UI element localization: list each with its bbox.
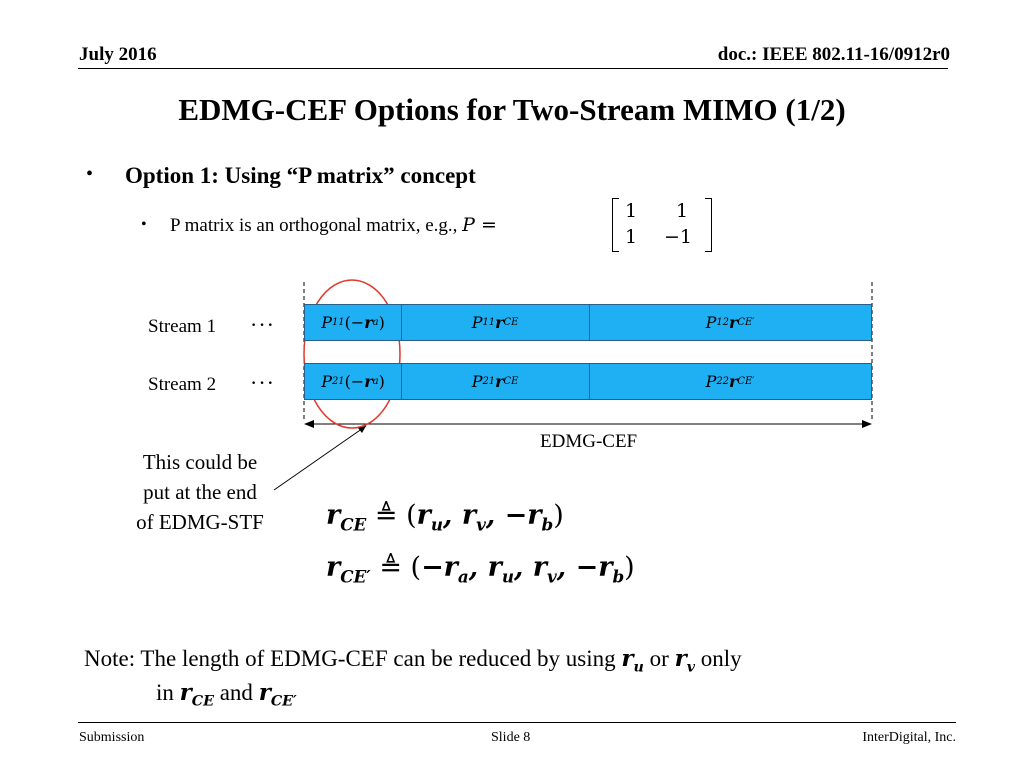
callout-arrow-head <box>358 426 366 433</box>
stream-1-ellipsis: ··· <box>250 312 275 337</box>
header-divider <box>78 68 948 69</box>
bullet-option-1: Option 1: Using “P matrix” concept <box>125 163 476 188</box>
callout-text: This could be put at the end of EDMG-STF <box>100 447 300 537</box>
header-date: July 2016 <box>79 44 157 65</box>
footer-divider <box>78 722 956 723</box>
span-arrow-right-head <box>862 420 872 428</box>
callout-line-2: put at the end <box>143 480 257 504</box>
footer-submission: Submission <box>79 730 145 745</box>
stream-2-ellipsis: ··· <box>250 370 275 395</box>
edmg-cef-label: EDMG-CEF <box>540 431 638 452</box>
stream-2-label: Stream 2 <box>148 374 217 395</box>
callout-line <box>273 425 367 491</box>
matrix-right-bracket <box>705 198 712 252</box>
matrix-cell: 1 <box>676 200 689 222</box>
highlight-circle <box>303 279 401 429</box>
p-matrix-text: P matrix is an orthogonal matrix, e.g., <box>170 215 463 236</box>
slide-title: EDMG-CEF Options for Two-Stream MIMO (1/… <box>178 92 846 127</box>
matrix-left-bracket <box>612 198 619 252</box>
footer-slide-number: Slide 8 <box>491 730 531 745</box>
bullet-p-matrix: P matrix is an orthogonal matrix, e.g., … <box>170 214 497 237</box>
matrix-cell: 1 <box>625 200 638 222</box>
note-line-2: in rCE and rCE′ <box>156 679 297 710</box>
matrix-cell: 1 <box>625 226 638 248</box>
matrix-lhs: P = <box>462 214 497 236</box>
equation-rce-prime: rCE′ ≜ (−ra, ru, rv, −rb) <box>326 552 635 587</box>
callout-line-1: This could be <box>142 450 258 474</box>
note-line-1: Note: The length of EDMG-CEF can be redu… <box>84 645 742 676</box>
matrix-cell: −1 <box>664 226 693 248</box>
stream-1-label: Stream 1 <box>148 316 217 337</box>
equation-rce: rCE ≜ (ru, rv, −rb) <box>326 500 564 535</box>
callout-line-3: of EDMG-STF <box>136 510 264 534</box>
p-matrix: 1 1 1 −1 <box>612 198 712 252</box>
bullet-marker-1: • <box>86 163 94 185</box>
header-doc-id: doc.: IEEE 802.11-16/0912r0 <box>717 44 950 65</box>
bullet-marker-2: • <box>141 216 147 233</box>
span-arrow-left-head <box>304 420 314 428</box>
footer-company: InterDigital, Inc. <box>862 730 956 745</box>
